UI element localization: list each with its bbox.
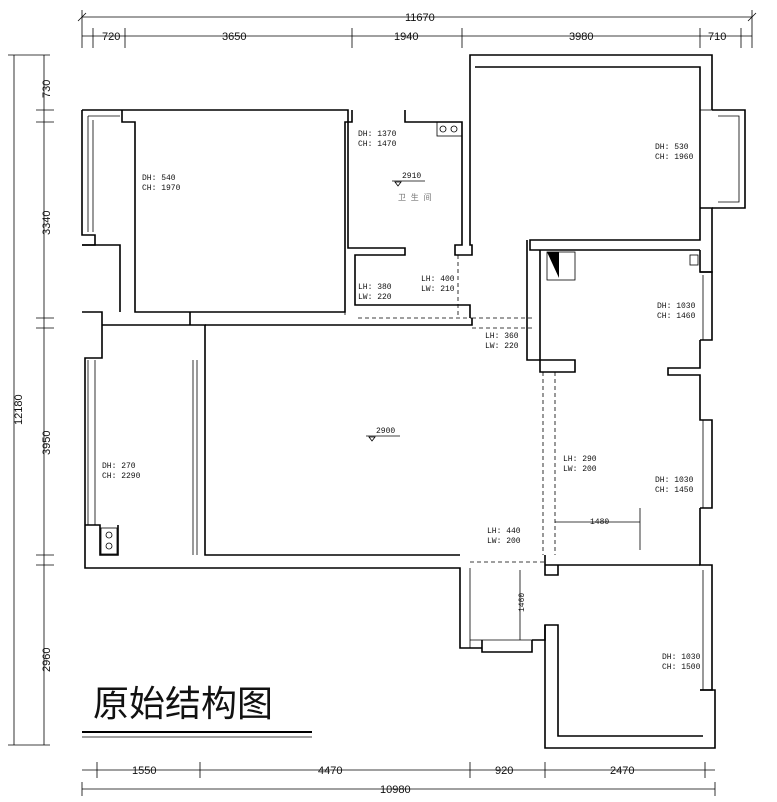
inner-dim-1460: 1460: [518, 593, 527, 612]
dim-left-seg-1: 730: [41, 80, 53, 98]
bathroom-dh: DH: 1370: [358, 130, 397, 139]
bedroom-top-right-dh: DH: 530: [655, 143, 689, 152]
bedroom-top-right-ch: CH: 1960: [655, 153, 694, 162]
dim-top-seg-2: 3650: [222, 31, 246, 43]
bedroom-left-ch: CH: 1970: [142, 184, 181, 193]
living-level: 2900: [376, 427, 395, 436]
dim-left-seg-3: 3950: [41, 431, 53, 455]
beam-3-lh: LH: 360: [485, 332, 519, 341]
bedroom-left-dh: DH: 540: [142, 174, 176, 183]
walls: [81, 54, 746, 749]
bedroom-bottom-right-ch: CH: 1500: [662, 663, 701, 672]
right-mid-window-dh: DH: 1030: [655, 476, 694, 485]
beam-1-lw: LW: 220: [358, 293, 392, 302]
dim-bottom-seg-1: 1550: [132, 765, 156, 777]
bathroom-note: 卫 生 间: [398, 192, 432, 203]
beam-3-lw: LW: 220: [485, 342, 519, 351]
dim-bottom-total: 10980: [380, 784, 411, 796]
dim-left-seg-4: 2960: [41, 648, 53, 672]
drawing-title: 原始结构图: [93, 684, 273, 725]
dimension-left: 12180 730 3340 3950 2960: [8, 54, 54, 746]
right-mid-window-ch: CH: 1450: [655, 486, 694, 495]
dim-top-seg-1: 720: [102, 31, 120, 43]
dim-bottom-seg-3: 920: [495, 765, 513, 777]
beam-5-lw: LW: 200: [487, 537, 521, 546]
balcony-ch: CH: 2290: [102, 472, 141, 481]
inner-dimensions: 1480 1460: [518, 518, 609, 612]
dim-bottom-seg-2: 4470: [318, 765, 342, 777]
balcony-dh: DH: 270: [102, 462, 136, 471]
beam-2-lw: LW: 210: [421, 285, 455, 294]
dim-top-seg-4: 3980: [569, 31, 593, 43]
beam-4-lw: LW: 200: [563, 465, 597, 474]
dimension-top: 11670 720 3650 1940 3980 710: [77, 10, 757, 48]
dim-left-seg-2: 3340: [41, 211, 53, 235]
beam-5-lh: LH: 440: [487, 527, 521, 536]
beam-4-lh: LH: 290: [563, 455, 597, 464]
beam-1-lh: LH: 380: [358, 283, 392, 292]
inner-dim-1480: 1480: [590, 518, 609, 527]
dim-bottom-seg-4: 2470: [610, 765, 634, 777]
dim-top-seg-3: 1940: [394, 31, 418, 43]
bathroom-ch: CH: 1470: [358, 140, 397, 149]
kitchen-window-ch: CH: 1460: [657, 312, 696, 321]
beam-labels: LH: 380 LW: 220 LH: 400 LW: 210 LH: 360 …: [358, 275, 597, 546]
dimension-bottom: 1550 4470 920 2470 10980: [81, 762, 716, 796]
dim-left-total: 12180: [13, 394, 25, 425]
room-labels: DH: 540 CH: 1970 DH: 1370 CH: 1470 2910 …: [102, 130, 701, 672]
bedroom-bottom-right-dh: DH: 1030: [662, 653, 701, 662]
kitchen-window-dh: DH: 1030: [657, 302, 696, 311]
dim-top-seg-5: 710: [708, 31, 726, 43]
beam-2-lh: LH: 400: [421, 275, 455, 284]
dim-top-total: 11670: [405, 12, 435, 24]
bathroom-level: 2910: [402, 172, 421, 181]
